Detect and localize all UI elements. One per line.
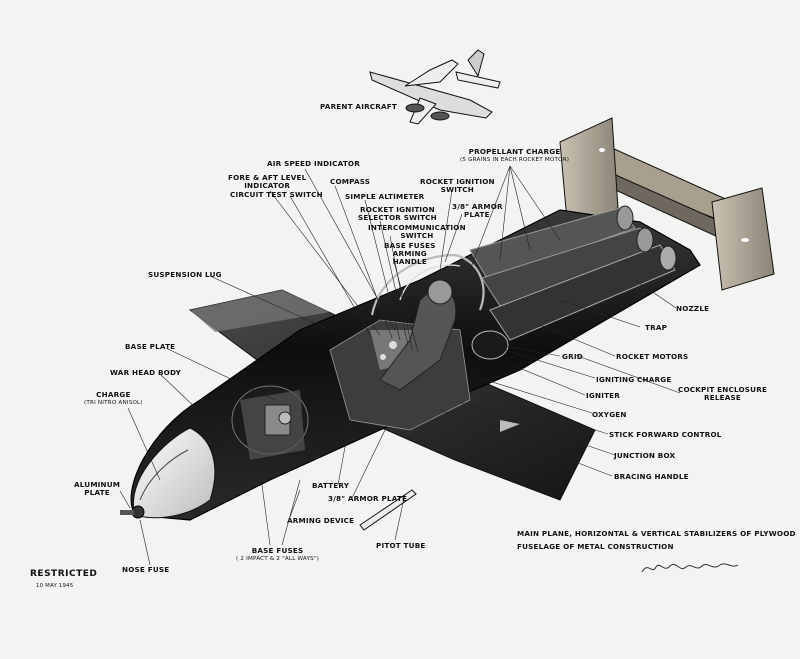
cockpit-interior <box>329 279 471 431</box>
parent-aircraft-drawing <box>369 49 501 125</box>
label-propellant-charge: PROPELLANT CHARGE (5 GRAINS IN EACH ROCK… <box>460 147 570 164</box>
label-nozzle: NOZZLE <box>676 304 710 313</box>
label-rocket-ignition-selector-switch: ROCKET IGNITION SELECTOR SWITCH <box>358 205 437 222</box>
note-construction-wood: MAIN PLANE, HORIZONTAL & VERTICAL STABIL… <box>517 529 796 538</box>
label-stick-forward-control: STICK FORWARD CONTROL <box>609 430 722 439</box>
label-pitot-tube: PITOT TUBE <box>376 541 426 550</box>
label-suspension-lug: SUSPENSION LUG <box>148 270 222 279</box>
label-war-head-body: WAR HEAD BODY <box>110 368 181 377</box>
label-parent-aircraft: PARENT AIRCRAFT <box>320 102 397 111</box>
label-grid: GRID <box>562 352 583 361</box>
rocket-motors-drawing <box>469 205 677 360</box>
signature-scribble <box>641 563 739 573</box>
label-igniter: IGNITER <box>586 391 621 400</box>
label-simple-altimeter: SIMPLE ALTIMETER <box>345 192 425 201</box>
label-rocket-motors: ROCKET MOTORS <box>616 352 689 361</box>
label-igniting-charge: IGNITING CHARGE <box>596 375 672 384</box>
label-oxygen: OXYGEN <box>592 410 627 419</box>
label-battery: BATTERY <box>312 481 350 490</box>
label-junction-box: JUNCTION BOX <box>614 451 676 460</box>
label-rocket-ignition-switch: ROCKET IGNITION SWITCH <box>420 177 495 194</box>
label-intercommunication-switch: INTERCOMMUNICATION SWITCH <box>368 223 466 240</box>
leader-lines <box>119 165 681 566</box>
pitot-tube-drawing <box>359 489 417 531</box>
label-bracing-handle: BRACING HANDLE <box>614 472 689 481</box>
signature <box>640 557 740 582</box>
date-stamp: 10 MAY 1945 <box>36 583 74 589</box>
vertical-stabilizer-left <box>559 117 619 233</box>
label-compass: COMPASS <box>330 177 371 186</box>
label-arming-device: ARMING DEVICE <box>287 516 355 525</box>
nose-fuse-drawing <box>120 505 145 519</box>
canopy-frame <box>370 253 485 316</box>
label-aluminum-plate: ALUMINUM PLATE <box>74 480 121 497</box>
label-fore-aft-level-indicator: FORE & AFT LEVEL INDICATOR <box>228 173 307 190</box>
warhead-interior <box>231 385 309 460</box>
label-charge: CHARGE (TRI NITRO ANISOL) <box>84 390 143 407</box>
label-air-speed-indicator: AIR SPEED INDICATOR <box>267 159 360 168</box>
label-base-plate: BASE PLATE <box>125 342 176 351</box>
restricted-stamp: RESTRICTED <box>30 569 98 579</box>
label-cockpit-enclosure-release: COCKPIT ENCLOSURE RELEASE <box>678 385 768 402</box>
note-construction-metal: FUSELAGE OF METAL CONSTRUCTION <box>517 542 674 551</box>
nose-cap <box>132 427 216 519</box>
label-armor-plate-lower: 3/8" ARMOR PLATE <box>328 494 408 503</box>
label-base-fuses-arming-handle: BASE FUSES ARMING HANDLE <box>384 241 436 266</box>
label-circuit-test-switch: CIRCUIT TEST SWITCH <box>230 190 323 199</box>
label-trap: TRAP <box>645 323 668 332</box>
label-base-fuses: BASE FUSES ( 2 IMPACT & 2 "ALL WAYS") <box>236 546 320 563</box>
label-nose-fuse: NOSE FUSE <box>122 565 170 574</box>
label-armor-plate-upper: 3/8" ARMOR PLATE <box>452 202 503 219</box>
